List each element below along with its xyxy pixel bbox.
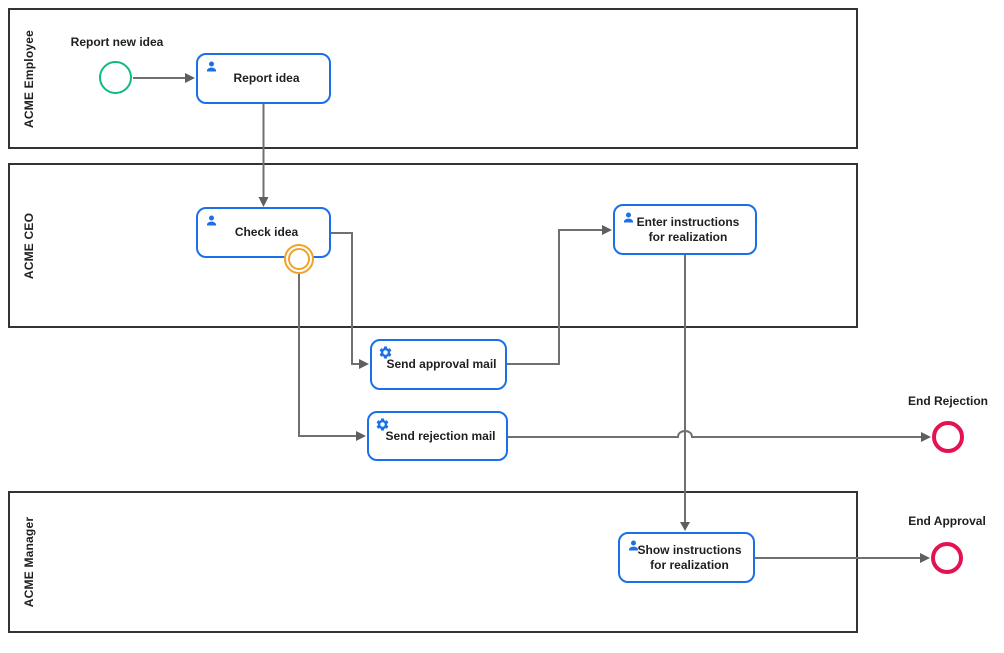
arrowhead (356, 431, 366, 441)
arrowhead (921, 432, 931, 442)
flow-boundary-to-send-rejection[interactable] (298, 274, 357, 437)
start-event-label: Report new idea (70, 35, 164, 49)
task-send-approval-mail[interactable]: Send approval mail (370, 339, 507, 390)
boundary-event-circle[interactable] (284, 244, 314, 274)
end-approval-label: End Approval (908, 514, 986, 528)
gear-icon (378, 345, 393, 360)
task-label: Enter instructions for realization (636, 214, 740, 244)
user-icon (626, 538, 641, 553)
task-label: Check idea (234, 225, 299, 239)
user-icon (621, 210, 636, 225)
arrowhead (359, 359, 369, 369)
task-show-instructions[interactable]: Show instructions for realization (618, 532, 755, 583)
arrowhead (258, 197, 269, 207)
arrowhead (185, 73, 195, 83)
start-event-circle[interactable] (99, 61, 132, 94)
flow-send-rejection-to-end-rejection[interactable] (508, 430, 922, 438)
task-enter-instructions[interactable]: Enter instructions for realization (613, 204, 757, 255)
boundary-event-inner-ring (288, 248, 310, 270)
flow-check-idea-to-send-approval[interactable] (331, 232, 360, 365)
gear-icon (375, 417, 390, 432)
end-rejection-label: End Rejection (907, 394, 988, 408)
task-send-rejection-mail[interactable]: Send rejection mail (367, 411, 508, 461)
arrowhead (602, 225, 612, 235)
end-event-approval-circle[interactable] (931, 542, 963, 574)
task-report-idea[interactable]: Report idea (196, 53, 331, 104)
task-label: Send rejection mail (385, 428, 496, 443)
task-label: Report idea (233, 71, 300, 85)
flow-send-approval-to-enter-instructions[interactable] (507, 229, 603, 365)
arrowhead (680, 522, 690, 531)
lane-acme-ceo[interactable]: ACME CEO (8, 163, 858, 328)
user-icon (204, 59, 219, 74)
arrowhead (920, 553, 930, 563)
lane-acme-manager[interactable]: ACME Manager (8, 491, 858, 633)
user-icon (204, 213, 219, 228)
task-label: Show instructions for realization (637, 542, 742, 572)
task-label: Send approval mail (386, 357, 497, 371)
end-event-rejection-circle[interactable] (932, 421, 964, 453)
lane-acme-employee[interactable]: ACME Employee (8, 8, 858, 149)
